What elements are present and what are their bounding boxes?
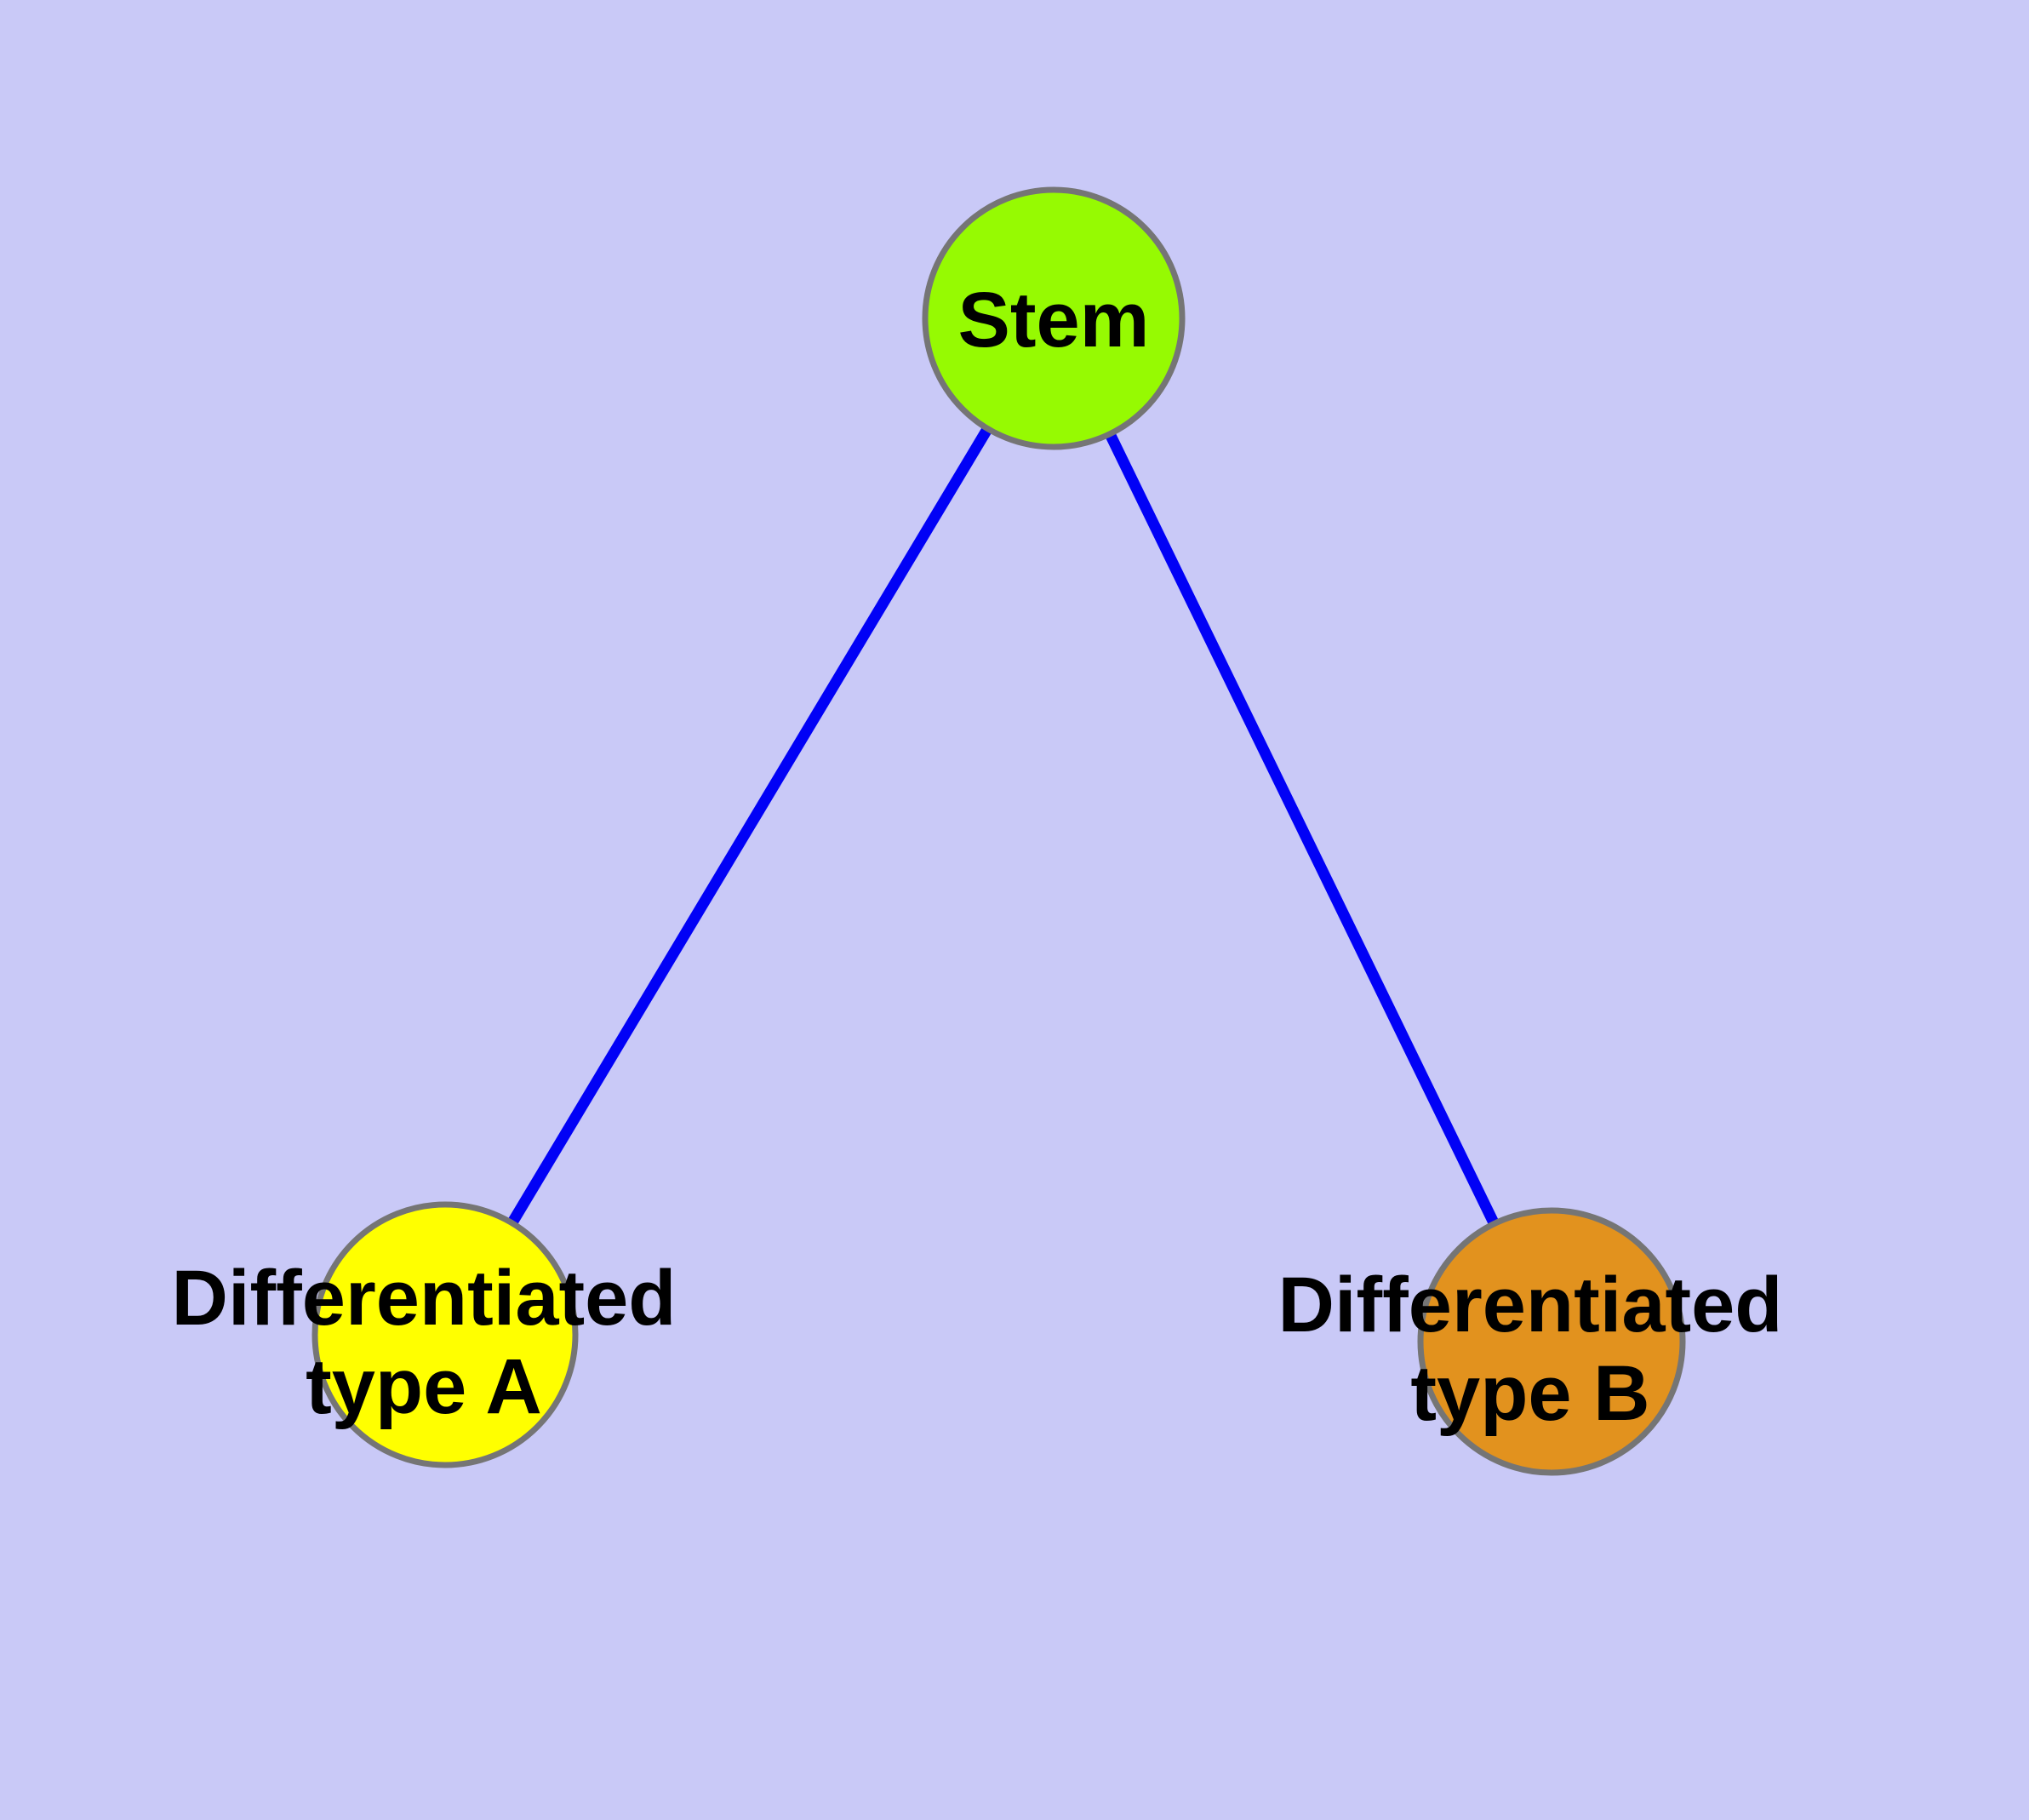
- type-b-node-circle: [1417, 1207, 1686, 1476]
- type-a-node-label-line1: Differentiated: [172, 1255, 677, 1342]
- stem-node: Stem: [922, 186, 1186, 450]
- type-a-node-circle: [311, 1201, 579, 1468]
- stem-node-label: Stem: [958, 277, 1150, 363]
- type-a-node-label-line2: type A: [306, 1343, 542, 1430]
- stem-node-circle: [922, 186, 1186, 450]
- type-b-node-label-line1: Differentiated: [1278, 1262, 1783, 1348]
- type-b-node: Differentiated type B: [1278, 1207, 1783, 1476]
- edge-stem-to-type-b: [1049, 316, 1557, 1344]
- type-b-node-label-line2: type B: [1410, 1350, 1649, 1437]
- edge-stem-to-type-a: [440, 315, 1059, 1338]
- type-a-node: Differentiated type A: [172, 1201, 677, 1468]
